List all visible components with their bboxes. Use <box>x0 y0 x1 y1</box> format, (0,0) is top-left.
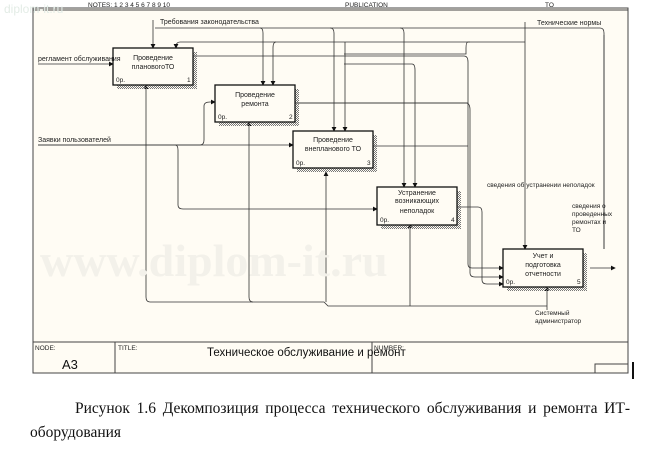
box-3-cost: 0р. <box>296 160 305 167</box>
box-4-line3: неполадок <box>400 208 435 215</box>
label-admin-1: Системный <box>535 309 570 317</box>
title-label: TITLE: <box>118 345 138 352</box>
text-cursor <box>632 362 634 379</box>
arrow-law-4 <box>399 27 407 188</box>
arrow-norms-1 <box>173 41 525 49</box>
notes-label: NOTES: 1 2 3 4 5 6 7 8 9 10 <box>88 2 170 9</box>
label-admin-2: администратор <box>535 318 582 325</box>
box-1-line2: плановогоТО <box>132 64 175 71</box>
box-4-number: 4 <box>451 217 455 224</box>
box-5-line2: подготовка <box>525 262 561 269</box>
idef0-diagram: NOTES: 1 2 3 4 5 6 7 8 9 10 PUBLICATION … <box>32 2 629 374</box>
label-report-3: ремонтах и <box>572 219 606 226</box>
arrow-law-3 <box>329 27 337 132</box>
footer-corner-box <box>594 363 629 374</box>
activity-box-5[interactable]: Учет и подготовка отчетности 0р. 5 <box>502 248 587 291</box>
box-4-cost: 0р. <box>380 217 389 224</box>
box-5-line1: Учет и <box>533 253 554 260</box>
box-1-cost: 0р. <box>116 77 125 84</box>
label-report-2: проведенных <box>572 211 613 218</box>
arrow-admin-1 <box>143 84 547 307</box>
label-reglament: регламент обслуживания <box>38 55 121 63</box>
activity-box-1[interactable]: Проведение плановогоТО 0р. 1 <box>112 47 197 89</box>
label-norms: Технические нормы <box>537 20 601 27</box>
number-label: NUMBER: <box>374 345 404 352</box>
arrow-norms-4a <box>344 41 470 55</box>
watermark: diplom-it.ru <box>4 2 64 16</box>
figure-caption: Рисунок 1.6 Декомпозиция процесса технич… <box>30 400 630 441</box>
box-5-number: 5 <box>577 279 581 286</box>
box-5-line3: отчетности <box>525 271 561 278</box>
box-3-line2: внепланового ТО <box>305 146 362 153</box>
arrow-law-main <box>260 27 605 249</box>
context-label: TO <box>545 2 554 9</box>
box-1-line1: Проведение <box>133 55 173 62</box>
arrow-out-4 <box>457 206 504 287</box>
box-5-cost: 0р. <box>506 279 515 286</box>
label-report-1: сведения о <box>572 203 606 210</box>
box-4-line2: возникающих <box>395 198 439 205</box>
box-3-line1: Проведение <box>313 137 353 144</box>
node-label: NODE: <box>35 345 56 352</box>
diagram-title: Техническое обслуживание и ремонт <box>207 347 406 359</box>
label-law: Требования законодательства <box>160 18 259 26</box>
activity-box-3[interactable]: Проведение внепланового ТО 0р. 3 <box>292 130 377 172</box>
box-2-cost: 0р. <box>218 114 227 121</box>
arrow-requests-4 <box>174 144 378 212</box>
watermark-large: www.diplom-it.ru <box>40 235 388 286</box>
box-3-number: 3 <box>367 160 371 167</box>
box-2-line2: ремонта <box>241 101 268 108</box>
activity-box-4[interactable]: Устранение возникающих неполадок 0р. 4 <box>376 186 461 229</box>
label-report-4: ТО <box>572 227 581 234</box>
arrow-admin-2 <box>246 121 254 303</box>
arrow-norms-4 <box>344 63 418 188</box>
box-4-line1: Устранение <box>398 190 436 197</box>
activity-box-2[interactable]: Проведение ремонта 0р. 2 <box>214 84 299 126</box>
node-value: A3 <box>62 357 78 372</box>
arrow-out-2b <box>295 102 504 280</box>
arrows <box>38 20 616 310</box>
arrow-norms-2 <box>270 41 277 86</box>
label-requests: Заявки пользователей <box>38 136 111 144</box>
box-2-number: 2 <box>289 114 293 121</box>
box-2-line1: Проведение <box>235 92 275 99</box>
box-1-number: 1 <box>187 77 191 84</box>
publication-label: PUBLICATION <box>345 2 388 9</box>
label-fix-info: сведения об устранении неполадок <box>487 181 595 189</box>
